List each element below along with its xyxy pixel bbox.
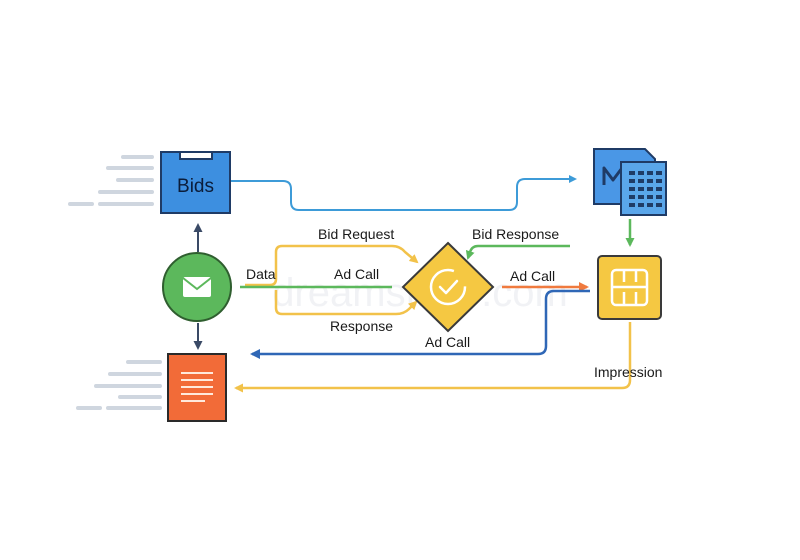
- spreadsheet-doc-icon: [593, 148, 667, 216]
- ad-server-icon: [597, 255, 662, 320]
- ad-call-label-right: Ad Call: [510, 268, 555, 284]
- response-arrow: [274, 290, 418, 316]
- bids-speed-lines: [68, 155, 154, 206]
- bid-response-label: Bid Response: [472, 226, 559, 242]
- ad-call-label-top: Ad Call: [334, 266, 379, 282]
- impression-arrow: [234, 322, 632, 393]
- impression-label: Impression: [594, 364, 662, 380]
- data-label: Data: [246, 266, 276, 282]
- bid-request-label: Bid Request: [318, 226, 394, 242]
- bids-to-spreadsheet-arrow: [230, 175, 577, 211]
- document-lines-icon: [167, 353, 227, 422]
- bids-node: Bids: [160, 151, 231, 214]
- document-speed-lines: [76, 360, 162, 410]
- bid-request-arrow: [245, 244, 419, 287]
- ad-call-label-bottom: Ad Call: [425, 334, 470, 350]
- diamond-check-icon: [401, 241, 495, 333]
- response-label: Response: [330, 318, 393, 334]
- envelope-icon: [162, 252, 232, 322]
- bid-response-arrow: [465, 244, 570, 260]
- ad-call-return-arrow: [250, 289, 590, 359]
- bids-label: Bids: [177, 176, 214, 197]
